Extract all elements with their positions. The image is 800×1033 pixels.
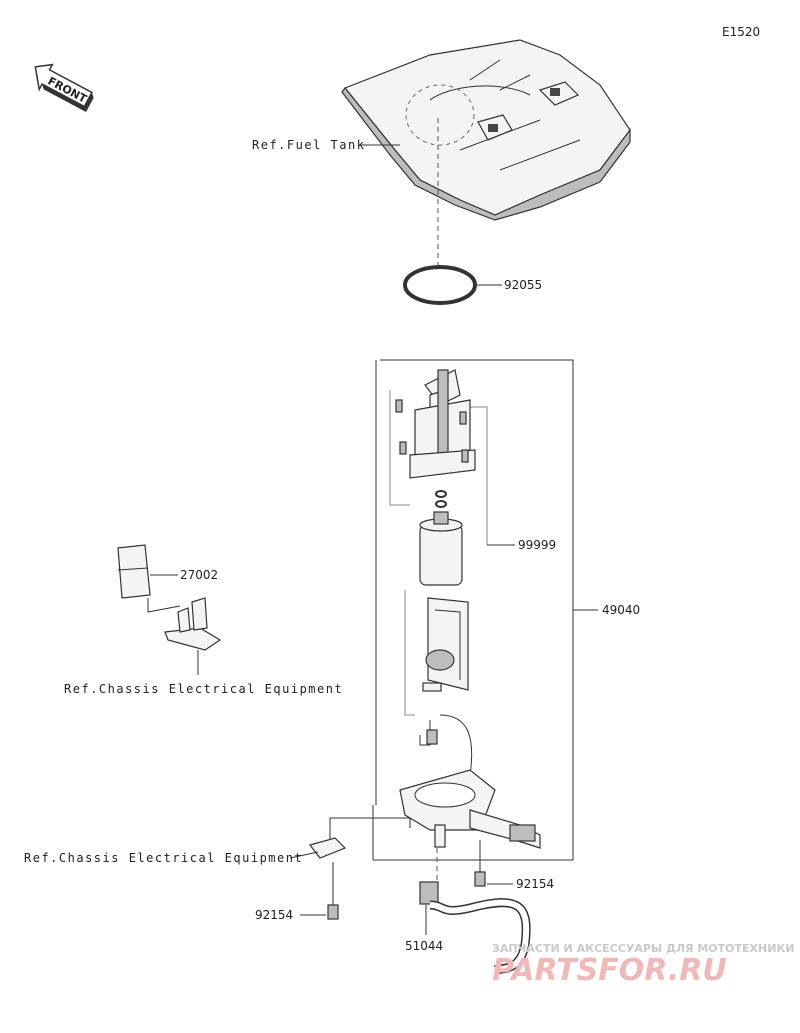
part-49040: 49040: [602, 603, 640, 617]
part-27002: 27002: [180, 568, 218, 582]
pump-top-housing: [409, 369, 476, 479]
front-direction-arrow: FRONT: [34, 63, 94, 112]
ref-chassis-label-1: Ref.Chassis Electrical Equipment: [64, 682, 343, 696]
diagram-id: E1520: [722, 25, 760, 39]
pump-flange-base: [399, 714, 541, 849]
part-92154-left: 92154: [255, 908, 293, 922]
bolt-92154-left: [327, 862, 339, 920]
part-92154-right: 92154: [516, 877, 554, 891]
fuel-tank-reference: [341, 39, 631, 221]
ref-fuel-tank-label: Ref.Fuel Tank: [252, 138, 365, 152]
connector-27002: [117, 544, 181, 613]
fuel-hose-51044: [419, 848, 531, 975]
watermark-logo: PARTSFOR.RU: [492, 953, 727, 988]
part-99999: 99999: [518, 538, 556, 552]
part-51044: 51044: [405, 939, 443, 953]
harness-clip: [308, 817, 411, 859]
chassis-bracket: [164, 597, 222, 651]
watermark-tagline: ЗАПЧАСТИ И АКСЕССУАРЫ ДЛЯ МОТОТЕХНИКИ: [492, 942, 795, 955]
o-ring-92055: [403, 265, 477, 305]
ref-chassis-label-2: Ref.Chassis Electrical Equipment: [24, 851, 303, 865]
fuel-filter-bracket: [422, 597, 469, 692]
part-92055: 92055: [504, 278, 542, 292]
screw-set: [395, 399, 469, 463]
bolt-92154-right: [474, 840, 486, 887]
fuel-pump-cylinder: [419, 511, 463, 586]
